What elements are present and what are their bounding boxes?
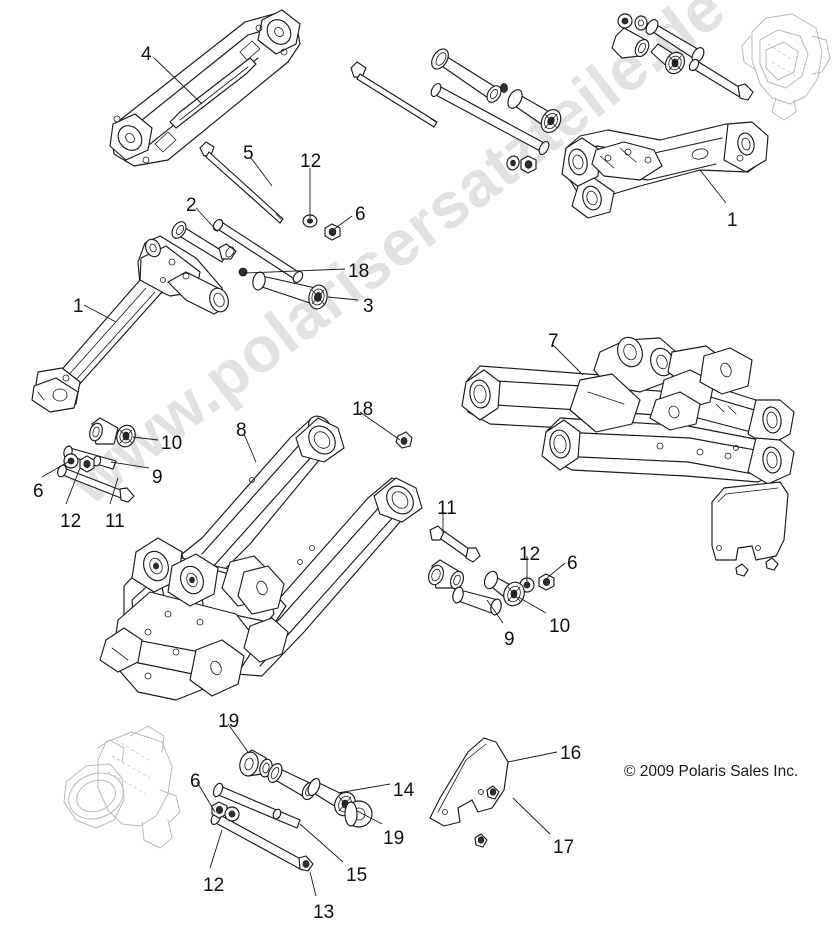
guard-plate-upper-right [711,481,789,577]
callout-label-3: 3 [363,296,374,317]
callout-label-19: 19 [218,711,240,732]
callout-label-2: 2 [186,195,197,216]
part-3-pivot-bushing [252,271,328,310]
leader-line-17 [512,797,551,835]
leader-line-6 [332,215,353,231]
part-8-lower-control-arm-left [99,415,423,701]
callout-label-12: 12 [300,151,322,172]
callout-label-7: 7 [548,331,559,352]
callout-label-11: 11 [437,498,457,519]
callout-label-9: 9 [504,629,515,650]
leader-line-6 [196,781,216,813]
callout-label-12: 12 [60,511,82,532]
leader-line-13 [309,871,317,897]
part-4-radius-rod [109,9,301,167]
callout-label-19: 19 [383,828,405,849]
callout-label-12: 12 [519,544,541,565]
leader-line-9 [110,461,150,469]
leader-line-16 [507,751,558,763]
leader-line-12 [65,467,81,505]
leader-line-1 [83,304,117,323]
part-2-rod [212,218,304,284]
callout-label-9: 9 [152,467,163,488]
part-18-grease-fitting-upper [238,267,248,277]
leader-line-1 [699,169,727,204]
callout-label-6: 6 [190,771,201,792]
callout-label-18: 18 [352,399,374,420]
leader-line-10 [132,436,159,441]
callout-label-11: 11 [105,511,125,532]
callout-label-10: 10 [161,433,183,454]
part-1-upper-control-arm-left [31,235,229,413]
part-2-bushing-sleeve [171,221,237,263]
callout-leader-lines [41,57,727,897]
callout-label-10: 10 [549,616,571,637]
ghost-knuckle-bottom-left [63,725,181,849]
leader-line-14 [337,783,391,794]
part-16-guard-plate [429,737,509,827]
leader-line-5 [250,157,273,187]
part-5-long-bolt [199,141,284,224]
leader-line-2 [195,207,219,233]
hardware-cluster-top-right [611,13,754,101]
callout-label-8: 8 [236,420,247,441]
part-7-lower-control-arm-right [461,336,795,485]
leader-line-6 [41,461,69,478]
copyright-notice: © 2009 Polaris Sales Inc. [624,763,799,780]
part-18-grease-fitting-lower [395,431,413,449]
callout-label-14: 14 [393,780,415,801]
ghost-knuckle-top-right [741,13,831,121]
leader-line-10 [517,596,547,614]
callout-label-17: 17 [553,837,575,858]
leader-line-4 [153,57,203,105]
leader-line-7 [551,343,584,376]
callout-label-6: 6 [567,553,578,574]
callout-label-6: 6 [355,204,366,225]
hardware-cluster-top-center [350,48,562,174]
callout-label-6: 6 [33,481,44,502]
callout-label-12: 12 [203,875,225,896]
leader-line-18 [359,411,401,441]
hardware-cluster-bottom [210,749,373,872]
leader-line-15 [299,823,344,863]
leader-line-12 [209,829,223,869]
callout-label-13: 13 [313,902,335,923]
callout-label-16: 16 [560,743,582,764]
leader-line-3 [327,296,359,301]
leader-line-19 [227,723,249,753]
hardware-cluster-right [428,525,555,616]
leader-line-9 [486,599,504,624]
part-1-upper-control-arm-right [561,121,769,219]
leader-line-19 [356,810,383,825]
leader-line-6 [546,562,566,579]
part-12-washer-top [302,214,318,228]
part-17-guard-screws [474,785,500,848]
hardware-cluster-left [57,417,136,503]
callout-label-1: 1 [73,296,84,317]
callout-label-1: 1 [727,210,738,231]
leader-line-8 [243,433,257,463]
leader-line-18 [244,268,346,274]
callout-label-18: 18 [348,261,370,282]
leader-line-11 [109,477,119,505]
callout-label-5: 5 [243,143,254,164]
callout-label-4: 4 [141,44,152,65]
callout-label-15: 15 [346,865,368,886]
